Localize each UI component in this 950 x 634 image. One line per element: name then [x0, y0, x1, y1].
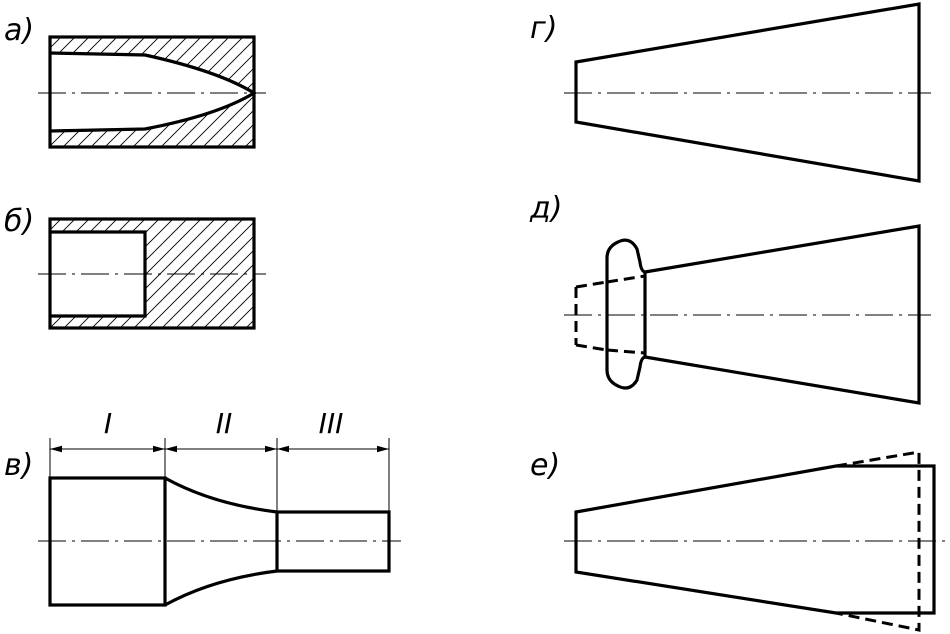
figure-d-hidden-bottom-inner: [606, 348, 646, 355]
zone-label-2: II: [216, 407, 233, 440]
label-a: а): [4, 13, 34, 48]
figure-a-hatch: [50, 37, 254, 147]
figure-g: г): [530, 2, 931, 183]
figure-v: в) I II III: [4, 407, 401, 607]
figure-b: б): [4, 204, 266, 330]
figure-e: е): [530, 448, 946, 632]
figure-d-hidden-top: [575, 280, 608, 289]
label-v: в): [4, 448, 33, 483]
figure-g-cone: [574, 2, 921, 183]
label-b: б): [4, 204, 34, 239]
figure-d: д): [529, 191, 931, 405]
figure-d-flange: [605, 238, 647, 390]
figure-v-transition-top: [164, 476, 278, 514]
figure-v-transition-bottom: [164, 569, 278, 607]
label-g: г): [530, 11, 557, 46]
figure-e-cone: [574, 464, 936, 615]
figure-d-hidden-bottom: [575, 343, 608, 352]
zone-label-3: III: [319, 407, 344, 440]
figure-a: а): [4, 13, 266, 149]
zone-label-1: I: [104, 407, 112, 440]
figure-d-hidden-top-inner: [606, 274, 646, 284]
label-e: е): [530, 448, 560, 483]
label-d: д): [529, 191, 562, 226]
